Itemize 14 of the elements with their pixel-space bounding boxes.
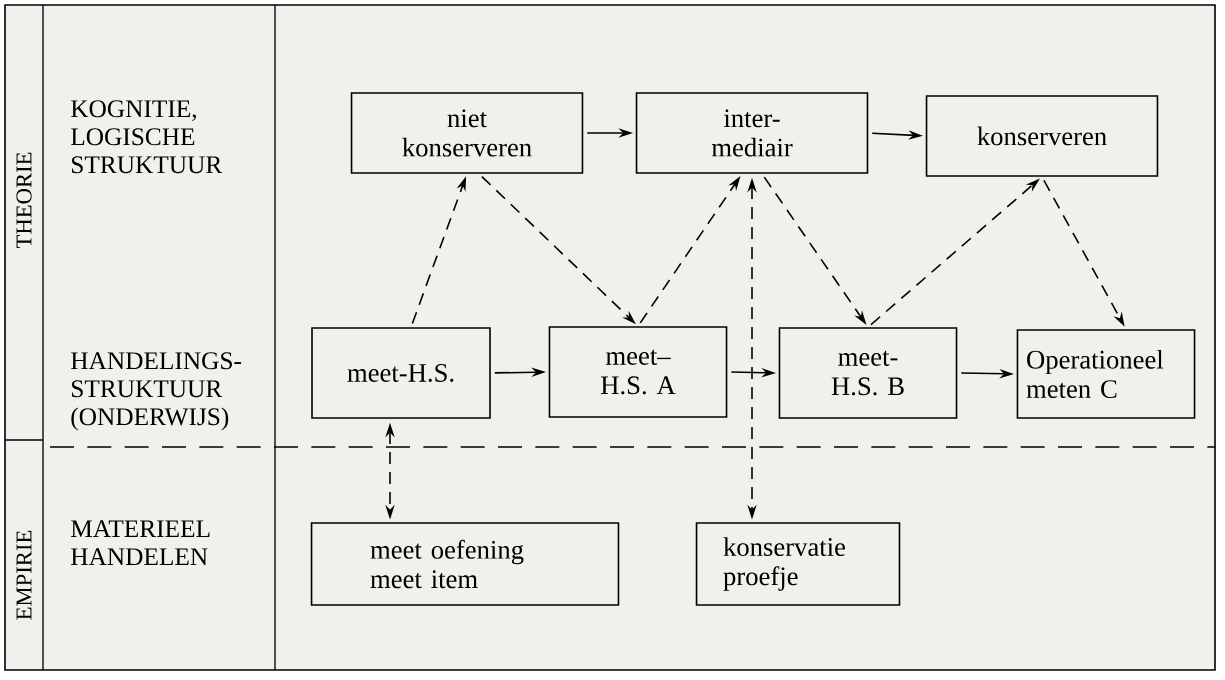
process-box: konservatie proefje (695, 522, 901, 606)
process-box: meet-H.S. B (778, 327, 958, 419)
process-box: meet-H.S. (311, 327, 491, 419)
row-label: MATERIEEL HANDELEN (71, 520, 210, 565)
section-label: EMPIRIE (16, 530, 32, 620)
section-label: THEORIE (16, 152, 32, 249)
row-label: HANDELINGS- STRUKTUUR (ONDERWIJS) (71, 352, 241, 431)
row-label: KOGNITIE, LOGISCHE STRUKTUUR (71, 100, 223, 174)
process-box: meet–H.S. A (548, 326, 728, 418)
process-box: Operationeel meten C (1016, 329, 1196, 419)
process-box: meet oefening meet item (310, 522, 620, 606)
process-box: inter- mediair (635, 92, 869, 174)
process-box: niet konserveren (350, 92, 584, 174)
process-box: konserveren (925, 95, 1159, 177)
